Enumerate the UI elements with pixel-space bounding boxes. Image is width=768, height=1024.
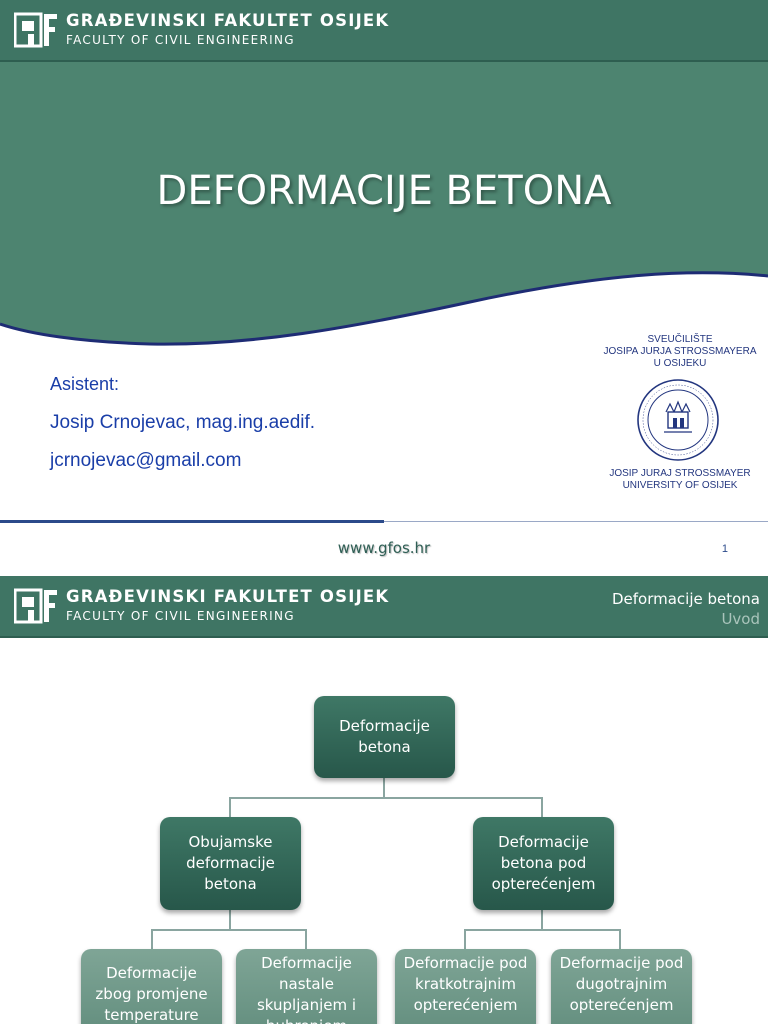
university-name-hr: SVEUČILIŠTE JOSIPA JURJA STROSSMAYERA U … [592,334,768,370]
university-line: JOSIP JURAJ STROSSMAYER [609,468,751,479]
section-subtitle: Uvod [721,610,760,628]
connector [464,929,466,949]
node-shrinkage: Deformacije nastale skupljanjem i bubren… [236,949,377,1024]
institution-name-hr: GRAĐEVINSKI FAKULTET OSIJEK [66,11,390,30]
title-band [0,62,768,346]
university-name-en: JOSIP JURAJ STROSSMAYER UNIVERSITY OF OS… [592,468,768,492]
gf-logo-icon [14,588,57,624]
node-volumetric: Obujamske deformacije betona [160,817,301,910]
gf-logo-icon [14,12,57,48]
diagram-slide: GRAĐEVINSKI FAKULTET OSIJEK FACULTY OF C… [0,576,768,1024]
connector [229,910,231,930]
title-slide: GRAĐEVINSKI FAKULTET OSIJEK FACULTY OF C… [0,0,768,557]
connector [229,797,543,799]
connector [305,929,307,949]
role-label: Asistent: [50,374,120,394]
footer-divider [0,520,384,523]
author-name: Josip Crnojevac, mag.ing.aedif. [50,412,316,433]
connector [151,929,307,931]
connector [464,929,620,931]
university-line: SVEUČILIŠTE [647,334,713,345]
connector [541,910,543,930]
page-number: 1 [721,543,728,555]
connector [541,797,543,817]
faculty-header: GRAĐEVINSKI FAKULTET OSIJEK FACULTY OF C… [0,0,768,62]
institution-name-hr: GRAĐEVINSKI FAKULTET OSIJEK [66,587,390,606]
website-link[interactable]: www.gfos.hr [337,539,431,557]
connector [619,929,621,949]
node-label: Deformacije betona pod opterećenjem [491,833,596,893]
node-short-term: Deformacije pod kratkotrajnim opterećenj… [395,949,536,1024]
node-root: Deformacije betona [314,696,455,778]
university-seal-icon [637,379,719,461]
node-label: Obujamske deformacije betona [186,833,275,893]
node-label: Deformacije nastale skupljanjem i bubren… [256,954,357,1024]
node-long-term: Deformacije pod dugotrajnim opterećenjem [551,949,692,1024]
node-label: Deformacije pod kratkotrajnim opterećenj… [403,954,528,1014]
node-under-load: Deformacije betona pod opterećenjem [473,817,614,910]
university-line: UNIVERSITY OF OSIJEK [622,480,738,491]
faculty-header: GRAĐEVINSKI FAKULTET OSIJEK FACULTY OF C… [0,576,768,638]
university-line: JOSIPA JURJA STROSSMAYERA [603,346,757,357]
author-email: jcrnojevac@gmail.com [50,450,242,471]
connector [151,929,153,949]
section-title: Deformacije betona [611,590,760,608]
connector [383,778,385,798]
institution-name-en: FACULTY OF CIVIL ENGINEERING [66,609,295,623]
connector [229,797,231,817]
node-label: Deformacije zbog promjene temperature [95,964,208,1024]
footer-divider-thin [384,521,768,522]
node-label: Deformacije pod dugotrajnim opterećenjem [559,954,684,1014]
node-label: Deformacije betona [339,717,430,756]
institution-name-en: FACULTY OF CIVIL ENGINEERING [66,33,295,47]
slide-title: DEFORMACIJE BETONA [156,168,612,214]
university-line: U OSIJEKU [653,358,707,369]
node-temperature: Deformacije zbog promjene temperature [81,949,222,1024]
